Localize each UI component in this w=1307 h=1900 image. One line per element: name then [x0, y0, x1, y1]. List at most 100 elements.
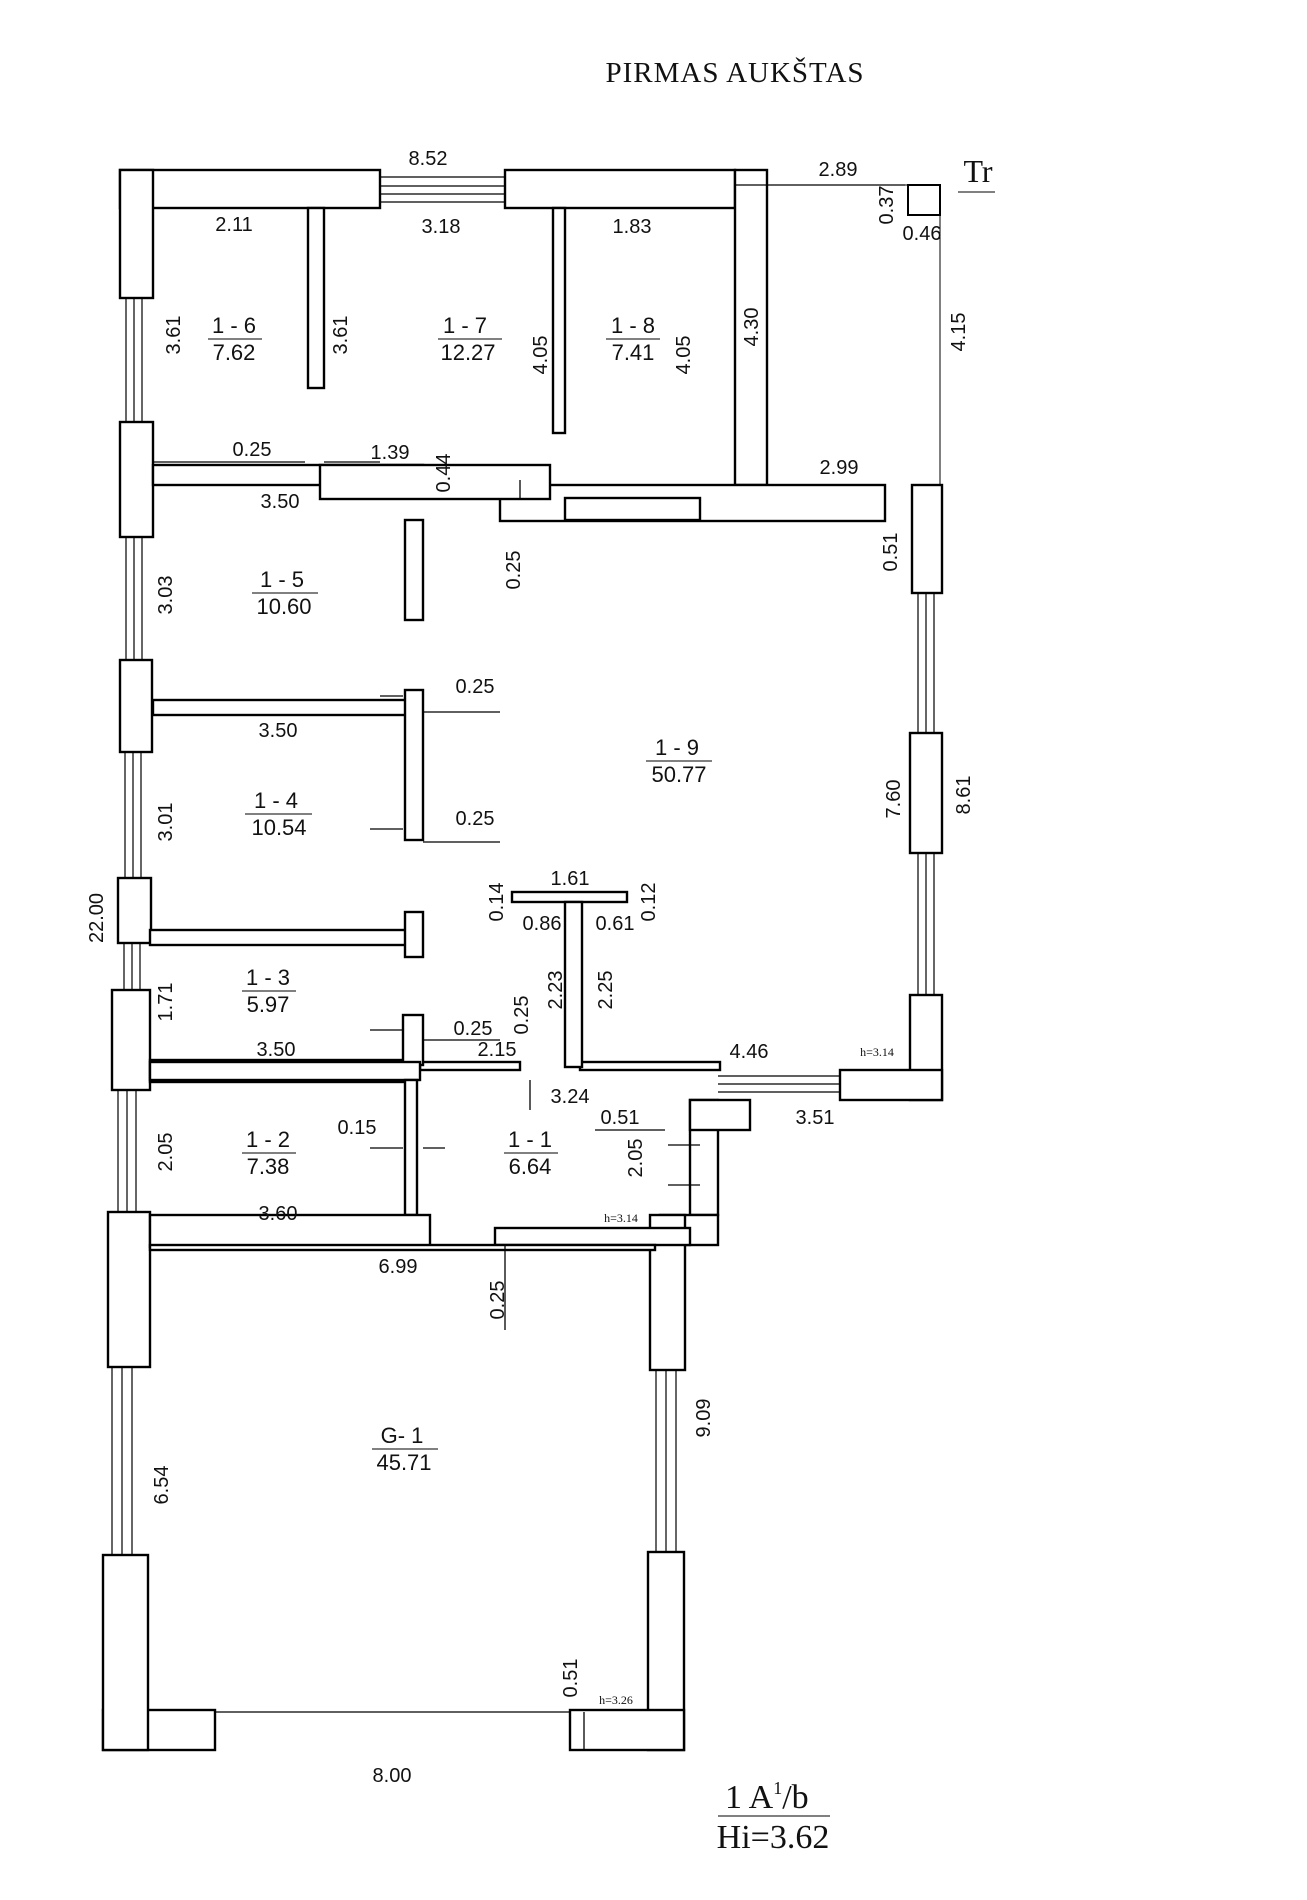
dim: 6.99	[379, 1256, 418, 1278]
room-id: 1 - 4	[254, 788, 298, 813]
room-id: 1 - 7	[443, 313, 487, 338]
room-1-7: 1 - 7 12.27	[438, 313, 502, 365]
dim: 2.25	[595, 971, 617, 1010]
room-id: G- 1	[381, 1423, 424, 1448]
dim: 0.14	[486, 883, 508, 922]
dim: 2.15	[478, 1039, 517, 1061]
room-1-8: 1 - 8 7.41	[606, 313, 660, 365]
dim: 9.09	[693, 1399, 715, 1438]
dim: 1.71	[155, 983, 177, 1022]
room-area: 10.60	[256, 594, 311, 619]
dim: 4.46	[730, 1041, 769, 1063]
room-area: 6.64	[509, 1154, 552, 1179]
room-id: 1 - 9	[655, 735, 699, 760]
wall-part-hz-top2	[318, 463, 552, 501]
tr-square	[907, 184, 941, 216]
tr-block: Tr	[735, 153, 995, 485]
wall-part-12-col	[403, 1078, 419, 1217]
dim: 8.52	[409, 148, 448, 170]
wall-left-3	[118, 658, 154, 754]
room-1-3: 1 - 3 5.97	[242, 965, 296, 1017]
dim: 0.25	[456, 676, 495, 698]
room-g-1: G- 1 45.71	[372, 1423, 438, 1475]
dim: 2.99	[820, 457, 859, 479]
room-area: 7.41	[612, 340, 655, 365]
dim: 0.25	[487, 1281, 509, 1320]
dim: 4.30	[741, 308, 763, 347]
wall-top-left	[118, 168, 382, 210]
dim: 4.05	[673, 336, 695, 375]
room-1-6: 1 - 6 7.62	[208, 313, 262, 365]
dim: 2.89	[819, 159, 858, 181]
dim: 2.11	[215, 214, 252, 236]
wall-part-mid-col	[403, 688, 425, 842]
stamp-line1: 1 A	[725, 1779, 774, 1816]
dim: 0.61	[596, 913, 635, 935]
dim: 0.15	[338, 1117, 377, 1139]
dim: 0.25	[456, 808, 495, 830]
dim: 8.00	[373, 1765, 412, 1787]
dim: 3.50	[259, 720, 298, 742]
dim: 0.25	[503, 551, 525, 590]
wall-left-7	[101, 1553, 150, 1752]
wall-part-15-right	[403, 518, 425, 622]
tr-label: Tr	[963, 153, 992, 189]
wall-bottom-right	[568, 1708, 686, 1752]
dim: 3.01	[155, 803, 177, 842]
dim: 1.61	[551, 868, 590, 890]
dim: 1.83	[613, 216, 652, 238]
wall-part-18-bottom	[563, 496, 702, 522]
wall-19-bottom-left	[418, 1060, 522, 1072]
wall-part-16-17	[306, 206, 326, 390]
room-1-5: 1 - 5 10.60	[252, 567, 318, 619]
dim: 4.05	[530, 336, 552, 375]
wall-part-12-bottom	[148, 1213, 432, 1249]
wall-right-1	[910, 483, 944, 595]
wall-left-5	[110, 988, 152, 1092]
dim: 3.50	[261, 491, 300, 513]
wall-top-right	[503, 168, 737, 210]
wall-part-11-bottom	[493, 1226, 692, 1247]
dim: 1.39	[371, 442, 410, 464]
dim: 0.86	[523, 913, 562, 935]
dim: 0.51	[880, 533, 902, 572]
dimension-lines	[153, 184, 905, 1750]
room-id: 1 - 8	[611, 313, 655, 338]
dim: 2.05	[155, 1133, 177, 1172]
wall-part-12-top	[148, 1060, 422, 1082]
dim: 0.51	[560, 1659, 582, 1698]
dim: 0.25	[511, 996, 533, 1035]
dim: 0.51	[601, 1107, 640, 1129]
room-id: 1 - 3	[246, 965, 290, 990]
room-area: 10.54	[251, 815, 306, 840]
dim: 3.61	[163, 316, 185, 355]
wall-part-17-18	[551, 206, 567, 435]
room-area: 5.97	[247, 992, 290, 1017]
room-labels: 1 - 6 7.62 1 - 7 12.27 1 - 8 7.41 1 - 5 …	[208, 313, 894, 1707]
dim: 3.24	[551, 1086, 590, 1108]
dim: 8.61	[953, 776, 975, 815]
room-1-2: 1 - 2 7.38	[242, 1127, 296, 1179]
wall-part-g1-top	[148, 1243, 657, 1252]
height-room-1-1: h=3.14	[604, 1211, 638, 1225]
wall-right-2	[908, 731, 944, 855]
stamp-sup: 1	[773, 1778, 782, 1798]
dim: 0.25	[454, 1018, 493, 1040]
dim: 0.37	[876, 186, 898, 225]
wall-part-14-bottom	[148, 928, 410, 947]
dim: 6.54	[151, 1466, 173, 1505]
room-id: 1 - 5	[260, 567, 304, 592]
wall-left-2	[118, 420, 155, 539]
dim: 7.60	[883, 780, 905, 819]
windows	[111, 176, 935, 1713]
wall-left-1	[118, 168, 155, 300]
dim: 3.18	[422, 216, 461, 238]
walls	[101, 168, 944, 1752]
dim: 22.00	[86, 893, 108, 943]
stamp-suffix: /b	[782, 1779, 808, 1816]
room-id: 1 - 2	[246, 1127, 290, 1152]
plan-stamp: 1 A1/b Hi=3.62	[717, 1778, 830, 1856]
dim: 2.23	[545, 971, 567, 1010]
plan-title: PIRMAS AUKŠTAS	[605, 56, 864, 89]
